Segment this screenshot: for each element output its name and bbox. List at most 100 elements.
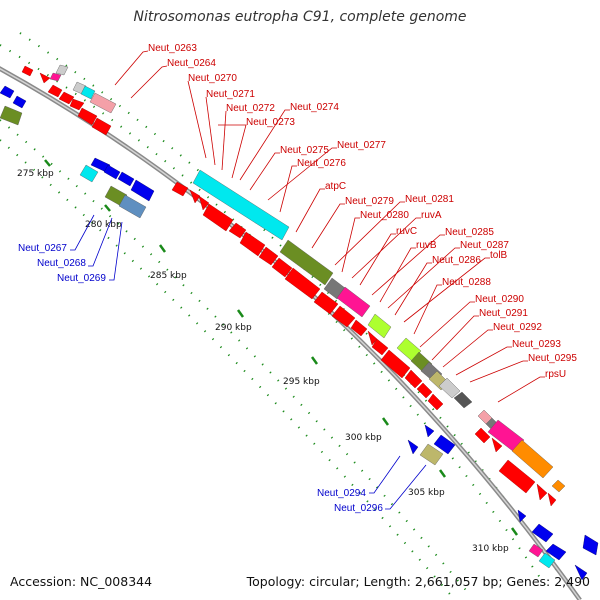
gene-label[interactable]: Neut_0288 [442,277,491,288]
gene-arrow-blue[interactable] [582,534,599,556]
gene-label[interactable]: Neut_0287 [460,240,509,251]
gene-block-cyan-0296[interactable] [538,552,556,569]
gene-label[interactable]: Neut_0273 [246,117,295,128]
gene-label[interactable]: Neut_0295 [528,353,577,364]
gene-arrow-red[interactable] [189,189,201,204]
gene-label[interactable]: Neut_0296 [334,503,383,514]
gene-block-grey-small[interactable] [55,64,69,76]
gene-label[interactable]: Neut_0263 [148,43,197,54]
gene-block-khaki-0294[interactable] [419,443,444,466]
gene-arrow-red[interactable] [69,98,85,111]
tick-285 [158,244,167,253]
gene-label[interactable]: Neut_0269 [57,273,106,284]
gene-arrow-blue[interactable] [517,509,527,523]
gene-arrow-blue[interactable] [424,424,435,438]
gene-arrow-blue[interactable] [12,95,27,109]
gene-arrow-red[interactable] [474,427,491,444]
gene-block-orange-rpsu[interactable] [511,439,554,479]
gene-label[interactable]: Neut_0271 [206,89,255,100]
gene-block-cyan-0270-0275[interactable] [192,169,290,241]
gene-arrow-blue[interactable] [0,85,15,99]
gene-arrow-red[interactable] [313,291,339,315]
gene-label[interactable]: Neut_0272 [226,103,275,114]
gene-arrow-red[interactable] [371,338,389,356]
gene-arrow-red[interactable] [271,257,293,278]
gene-arrow-red[interactable] [202,203,234,232]
gene-label[interactable]: Neut_0285 [445,227,494,238]
gene-block-pink-0264[interactable] [89,92,117,114]
gene-block-magenta-0279[interactable] [336,286,371,318]
gene-arrow-red[interactable] [350,319,368,337]
gene-arrow-red[interactable] [47,84,63,98]
gene-arrow-red[interactable] [404,369,423,389]
gene-arrow-red[interactable] [39,72,51,84]
gene-arrow-red[interactable] [21,65,34,77]
gene-block-cyan-0264[interactable] [80,85,96,100]
gene-arrow-red[interactable] [258,246,279,266]
gene-label[interactable]: Neut_0267 [18,243,67,254]
gene-block-olive-left[interactable] [0,105,23,126]
gene-label[interactable]: Neut_0286 [432,255,481,266]
gene-label[interactable]: Neut_0281 [405,194,454,205]
gene-label[interactable]: Neut_0291 [479,308,528,319]
gene-block-olive-0276[interactable] [279,239,334,286]
gene-arrow-red[interactable] [416,382,433,399]
gene-label[interactable]: atpC [325,181,346,192]
gene-arrow-red[interactable] [58,91,75,105]
gene-label[interactable]: Neut_0276 [297,158,346,169]
gene-block-grey-atpc[interactable] [323,277,346,300]
gene-label[interactable]: Neut_0277 [337,140,386,151]
gene-block-grey-0291[interactable] [438,377,461,399]
gene-label[interactable]: Neut_0264 [167,58,216,69]
gene-arrow-blue[interactable] [545,543,567,561]
gene-label[interactable]: Neut_0279 [345,196,394,207]
gene-arrow-red[interactable] [284,267,321,300]
gene-label[interactable]: ruvC [396,226,417,237]
gene-block-grey-0292[interactable] [453,391,473,409]
gene-arrow-red[interactable] [77,107,98,126]
gene-label[interactable]: ruvA [421,210,442,221]
gene-label[interactable]: Neut_0290 [475,294,524,305]
gene-arrow-red[interactable] [239,231,266,257]
gene-label[interactable]: Neut_0292 [493,322,542,333]
gene-block-lime-0281[interactable] [367,313,392,339]
gene-arrow-red[interactable] [331,305,356,328]
leader-neut-0274 [239,109,290,181]
gene-label[interactable]: rpsU [545,369,566,380]
tick-295 [310,356,319,365]
gene-arrow-red[interactable] [536,483,548,501]
gene-block-magenta-inner[interactable] [528,543,544,558]
gene-arrow-blue[interactable] [574,564,588,581]
gene-arrow-red[interactable] [91,117,112,136]
gene-label[interactable]: Neut_0280 [360,210,409,221]
gene-label[interactable]: Neut_0294 [317,488,366,499]
gene-arrow-red[interactable] [427,393,444,411]
gene-arrow-red[interactable] [380,349,411,379]
gene-arrow-blue[interactable] [103,164,121,180]
gene-arrow-blue[interactable] [531,523,554,543]
gene-arrow-blue[interactable] [433,434,456,455]
gene-block-orange-small[interactable] [551,479,566,493]
leader-neut-0285 [371,234,445,296]
kbp-label-290: 290 kbp [215,323,252,333]
gene-arrow-red[interactable] [367,330,378,346]
gene-label[interactable]: Neut_0293 [512,339,561,350]
gene-arrow-red[interactable] [228,222,247,239]
gene-arrow-blue[interactable] [407,439,419,455]
gene-label[interactable]: Neut_0274 [290,102,339,113]
gene-label[interactable]: ruvB [416,240,437,251]
gene-arrow-red[interactable] [198,195,210,211]
gene-arrow-red[interactable] [171,181,189,197]
gene-label[interactable]: Neut_0275 [280,145,329,156]
gene-block-steel-0269[interactable] [118,194,147,219]
gene-arrow-red[interactable] [547,492,557,507]
gene-label[interactable]: tolB [490,250,508,261]
gene-arrow-red[interactable] [498,459,536,494]
gene-arrow-red[interactable] [491,437,503,453]
gene-block-magenta-small[interactable] [49,72,62,82]
gene-label[interactable]: Neut_0270 [188,73,237,84]
gene-block-cyan-0267[interactable] [79,164,99,183]
gene-arrow-blue[interactable] [117,171,135,187]
gene-label[interactable]: Neut_0268 [37,258,86,269]
gene-arrow-blue[interactable] [130,179,155,202]
